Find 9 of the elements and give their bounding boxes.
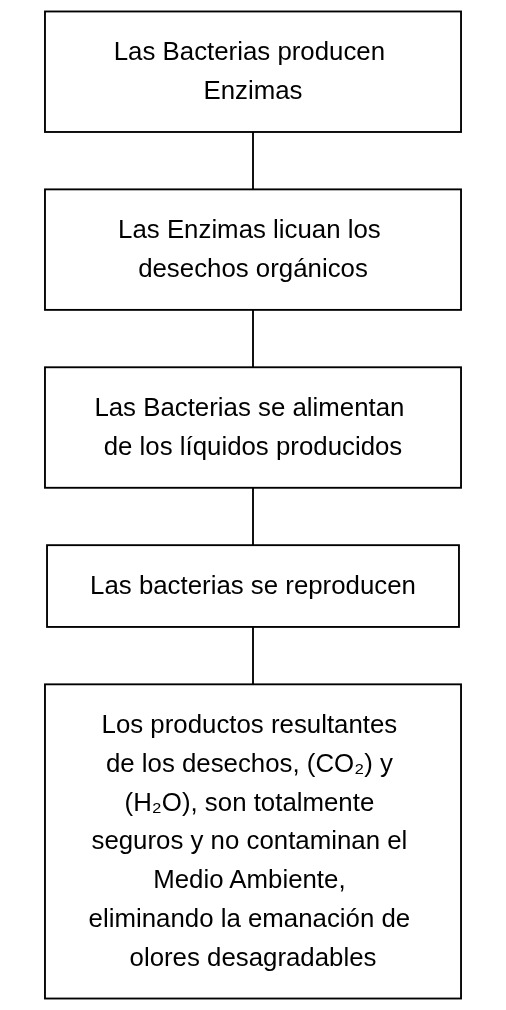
node-box: Las Bacterias se alimentan de los líquidos producidos — [44, 366, 462, 489]
node-box: Las Bacterias producen Enzimas — [44, 10, 462, 133]
connector — [252, 308, 254, 369]
connector — [252, 486, 254, 547]
node-box: Las Enzimas licuan los desechos orgánicos — [44, 188, 462, 311]
node-box: Las bacterias se reproducen — [46, 544, 460, 628]
node-box: Los productos resultantes de los desechos, (CO₂) y (H₂O), son totalmente seguros y no contaminan el Medio Ambiente, eliminando la emanación de olores desagradables — [44, 683, 462, 1000]
connector — [252, 131, 254, 191]
connector — [252, 626, 254, 686]
